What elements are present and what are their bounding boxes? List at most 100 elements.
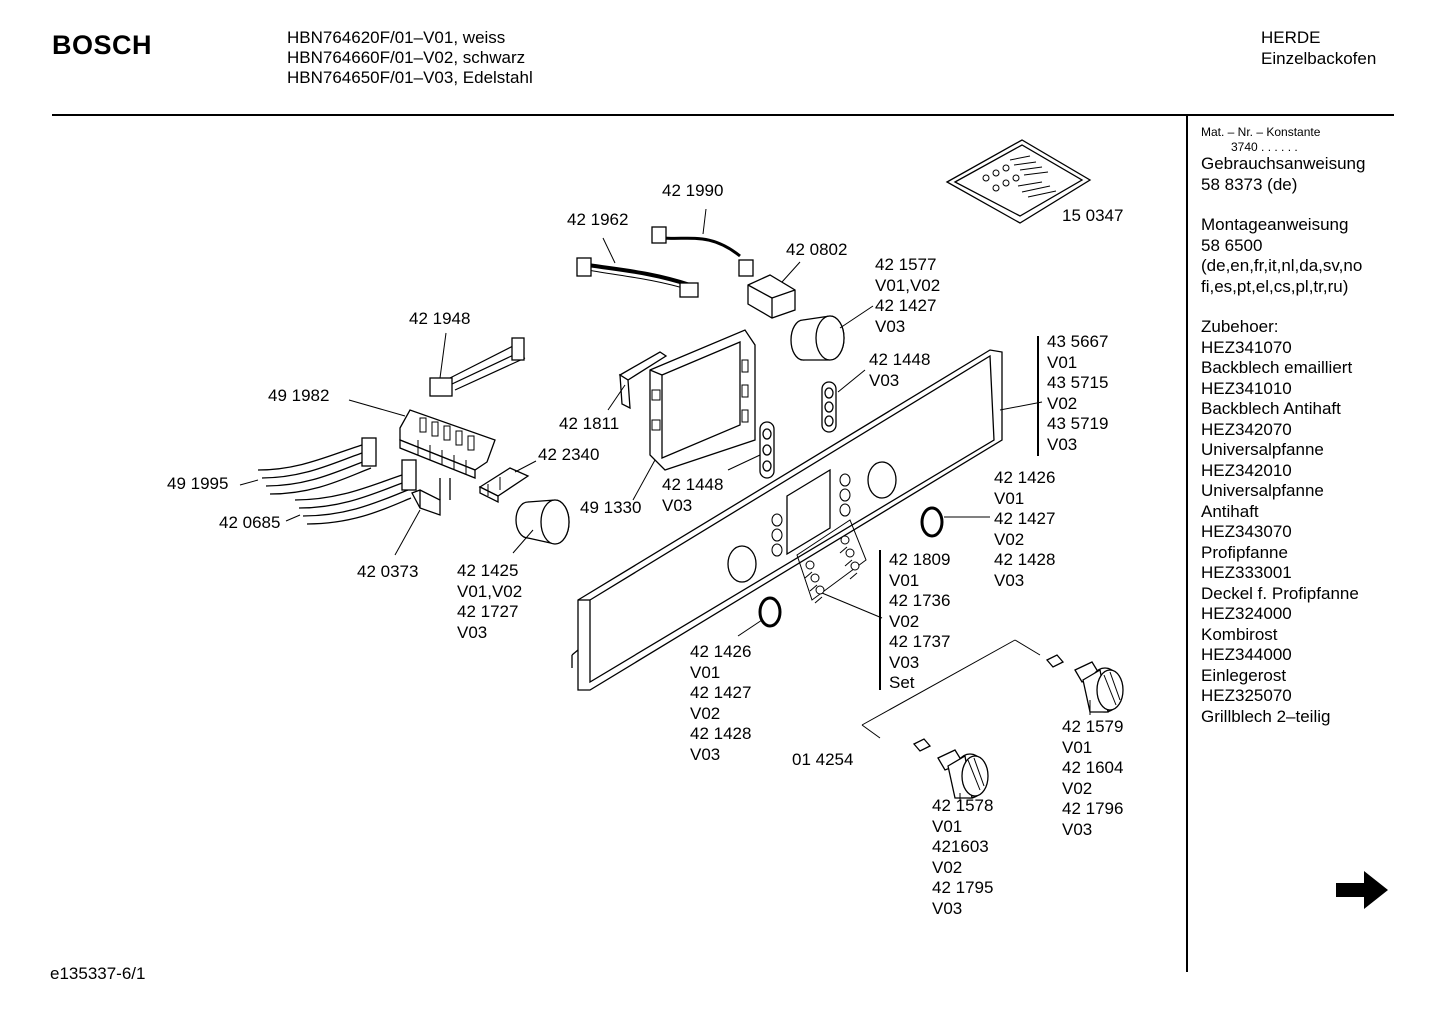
variant: V02 [690,703,721,723]
document-code: e135337-6/1 [50,964,146,983]
part-number: 42 1448 [869,350,931,369]
part-label-150347: 15 0347 [1062,206,1123,227]
part-number: 42 1809 [889,550,951,569]
sidebar-line: Montageanweisung [1201,215,1349,234]
knob-ring-left [737,596,782,637]
model-line: HBN764650F/01–V03, Edelstahl [287,68,533,87]
part-number: 42 1796 [1062,799,1124,818]
part-number: 42 1811 [559,414,620,433]
variant: V02 [1062,778,1093,798]
variant: V01 [932,816,963,836]
sidebar-line: Deckel f. Profipfanne [1201,583,1359,603]
part-number: 01 4254 [792,750,854,769]
sidebar-divider [1186,116,1188,972]
model-line: HBN764620F/01–V01, weiss [287,28,506,47]
part-label-491995: 49 1995 [167,474,228,495]
sidebar-line: HEZ344000 [1201,645,1292,664]
variant: V01,V02 [457,581,523,601]
variant: V03 [875,316,906,336]
variant: Set [889,673,915,692]
light-guide-lower [727,421,775,479]
cable-set-420685 [285,459,417,525]
part-number: 42 1962 [567,210,629,229]
label-bracket [879,336,1039,690]
part-label-491982: 49 1982 [268,386,329,407]
connector-422340 [478,460,537,504]
part-label-420373: 42 0373 [357,562,418,583]
sidebar-line: HEZ343070 [1201,522,1292,541]
variant: V01 [690,662,721,682]
button-set [796,519,883,619]
sidebar-line: Universalpfanne [1201,481,1324,500]
brand-logo: BOSCH [52,30,153,60]
accessories-block: Zubehoer: HEZ341070 Backblech emailliert… [1201,317,1365,727]
knob-bushing-lower [512,499,570,554]
part-label-435667: 43 5667 V01 43 5715 V02 43 5719 V03 [1047,332,1108,455]
manual-block: Gebrauchsanweisung 58 8373 (de) [1201,154,1365,195]
part-number: 42 1428 [994,550,1056,569]
part-number: 43 5719 [1047,414,1109,433]
part-number: 42 1578 [932,796,994,815]
part-number: 42 0685 [219,513,281,532]
model-list: HBN764620F/01–V01, weiss HBN764660F/01–V… [287,28,533,88]
variant: V03 [994,570,1025,590]
part-label-421426-left: 42 1426 V01 42 1427 V02 42 1428 V03 [690,642,751,765]
part-number: 42 1727 [457,602,519,621]
variant: V03 [457,622,488,642]
part-number: 42 1990 [662,181,724,200]
sidebar-line: HEZ325070 [1201,686,1292,705]
cable-harness-421948 [429,332,526,397]
bracket-420373 [394,478,451,556]
sidebar-line: (de,en,fr,it,nl,da,sv,no [1201,256,1363,275]
variant: V02 [1047,393,1078,413]
sidebar-line: Einlegerost [1201,665,1287,685]
part-label-421948: 42 1948 [409,309,470,330]
part-number: 43 5667 [1047,332,1109,351]
front-panel [571,349,1043,691]
part-number: 42 1448 [662,475,724,494]
model-line: HBN764660F/01–V02, schwarz [287,48,526,67]
part-number: 42 1579 [1062,717,1124,736]
category-line: Einzelbackofen [1261,49,1377,68]
sidebar-line: Zubehoer: [1201,317,1279,336]
sidebar-line: HEZ342070 [1201,419,1292,439]
shaft-guide-line [861,639,1065,752]
sidebar-line: 58 6500 [1201,235,1263,255]
part-number: 49 1982 [268,386,330,405]
part-label-421448-upper: 42 1448 V03 [869,350,930,391]
part-number: 42 1604 [1062,758,1124,777]
screw-bag [945,139,1092,224]
switch-420802 [747,261,801,319]
sidebar-line: Backblech emailliert [1201,358,1353,377]
sidebar-line: Gebrauchsanweisung [1201,154,1366,173]
part-label-420802: 42 0802 [786,240,847,261]
knob-bushing-upper [790,305,874,361]
part-number: 43 5715 [1047,373,1109,392]
part-label-420685: 42 0685 [219,513,280,534]
part-label-421811: 42 1811 [559,414,619,435]
part-number: 42 1737 [889,632,951,651]
part-number: 42 1948 [409,309,471,328]
sidebar-line: HEZ342010 [1201,460,1292,480]
sidebar-line: Kombirost [1201,624,1278,644]
part-number: 49 1330 [580,498,642,517]
variant: V03 [1047,434,1078,454]
part-label-491330: 49 1330 [580,498,641,519]
control-knob-left [937,749,989,800]
variant: V01 [1047,352,1078,372]
part-number: 42 2340 [538,445,600,464]
header-divider [52,114,1394,116]
sidebar-line: HEZ341070 [1201,337,1292,357]
part-label-421809: 42 1809 V01 42 1736 V02 42 1737 V03 Set [889,550,950,694]
control-knob-right [1074,661,1124,715]
cable-harness-421990 [651,208,754,277]
cable-harness-421962 [576,237,699,298]
variant: V03 [889,652,920,672]
terminal-block-491982 [348,399,496,479]
part-label-422340: 42 2340 [538,445,599,466]
next-page-arrow-icon[interactable] [1334,868,1390,912]
variant: V02 [889,611,920,631]
part-number: 42 0802 [786,240,848,259]
variant: V01,V02 [875,275,941,295]
